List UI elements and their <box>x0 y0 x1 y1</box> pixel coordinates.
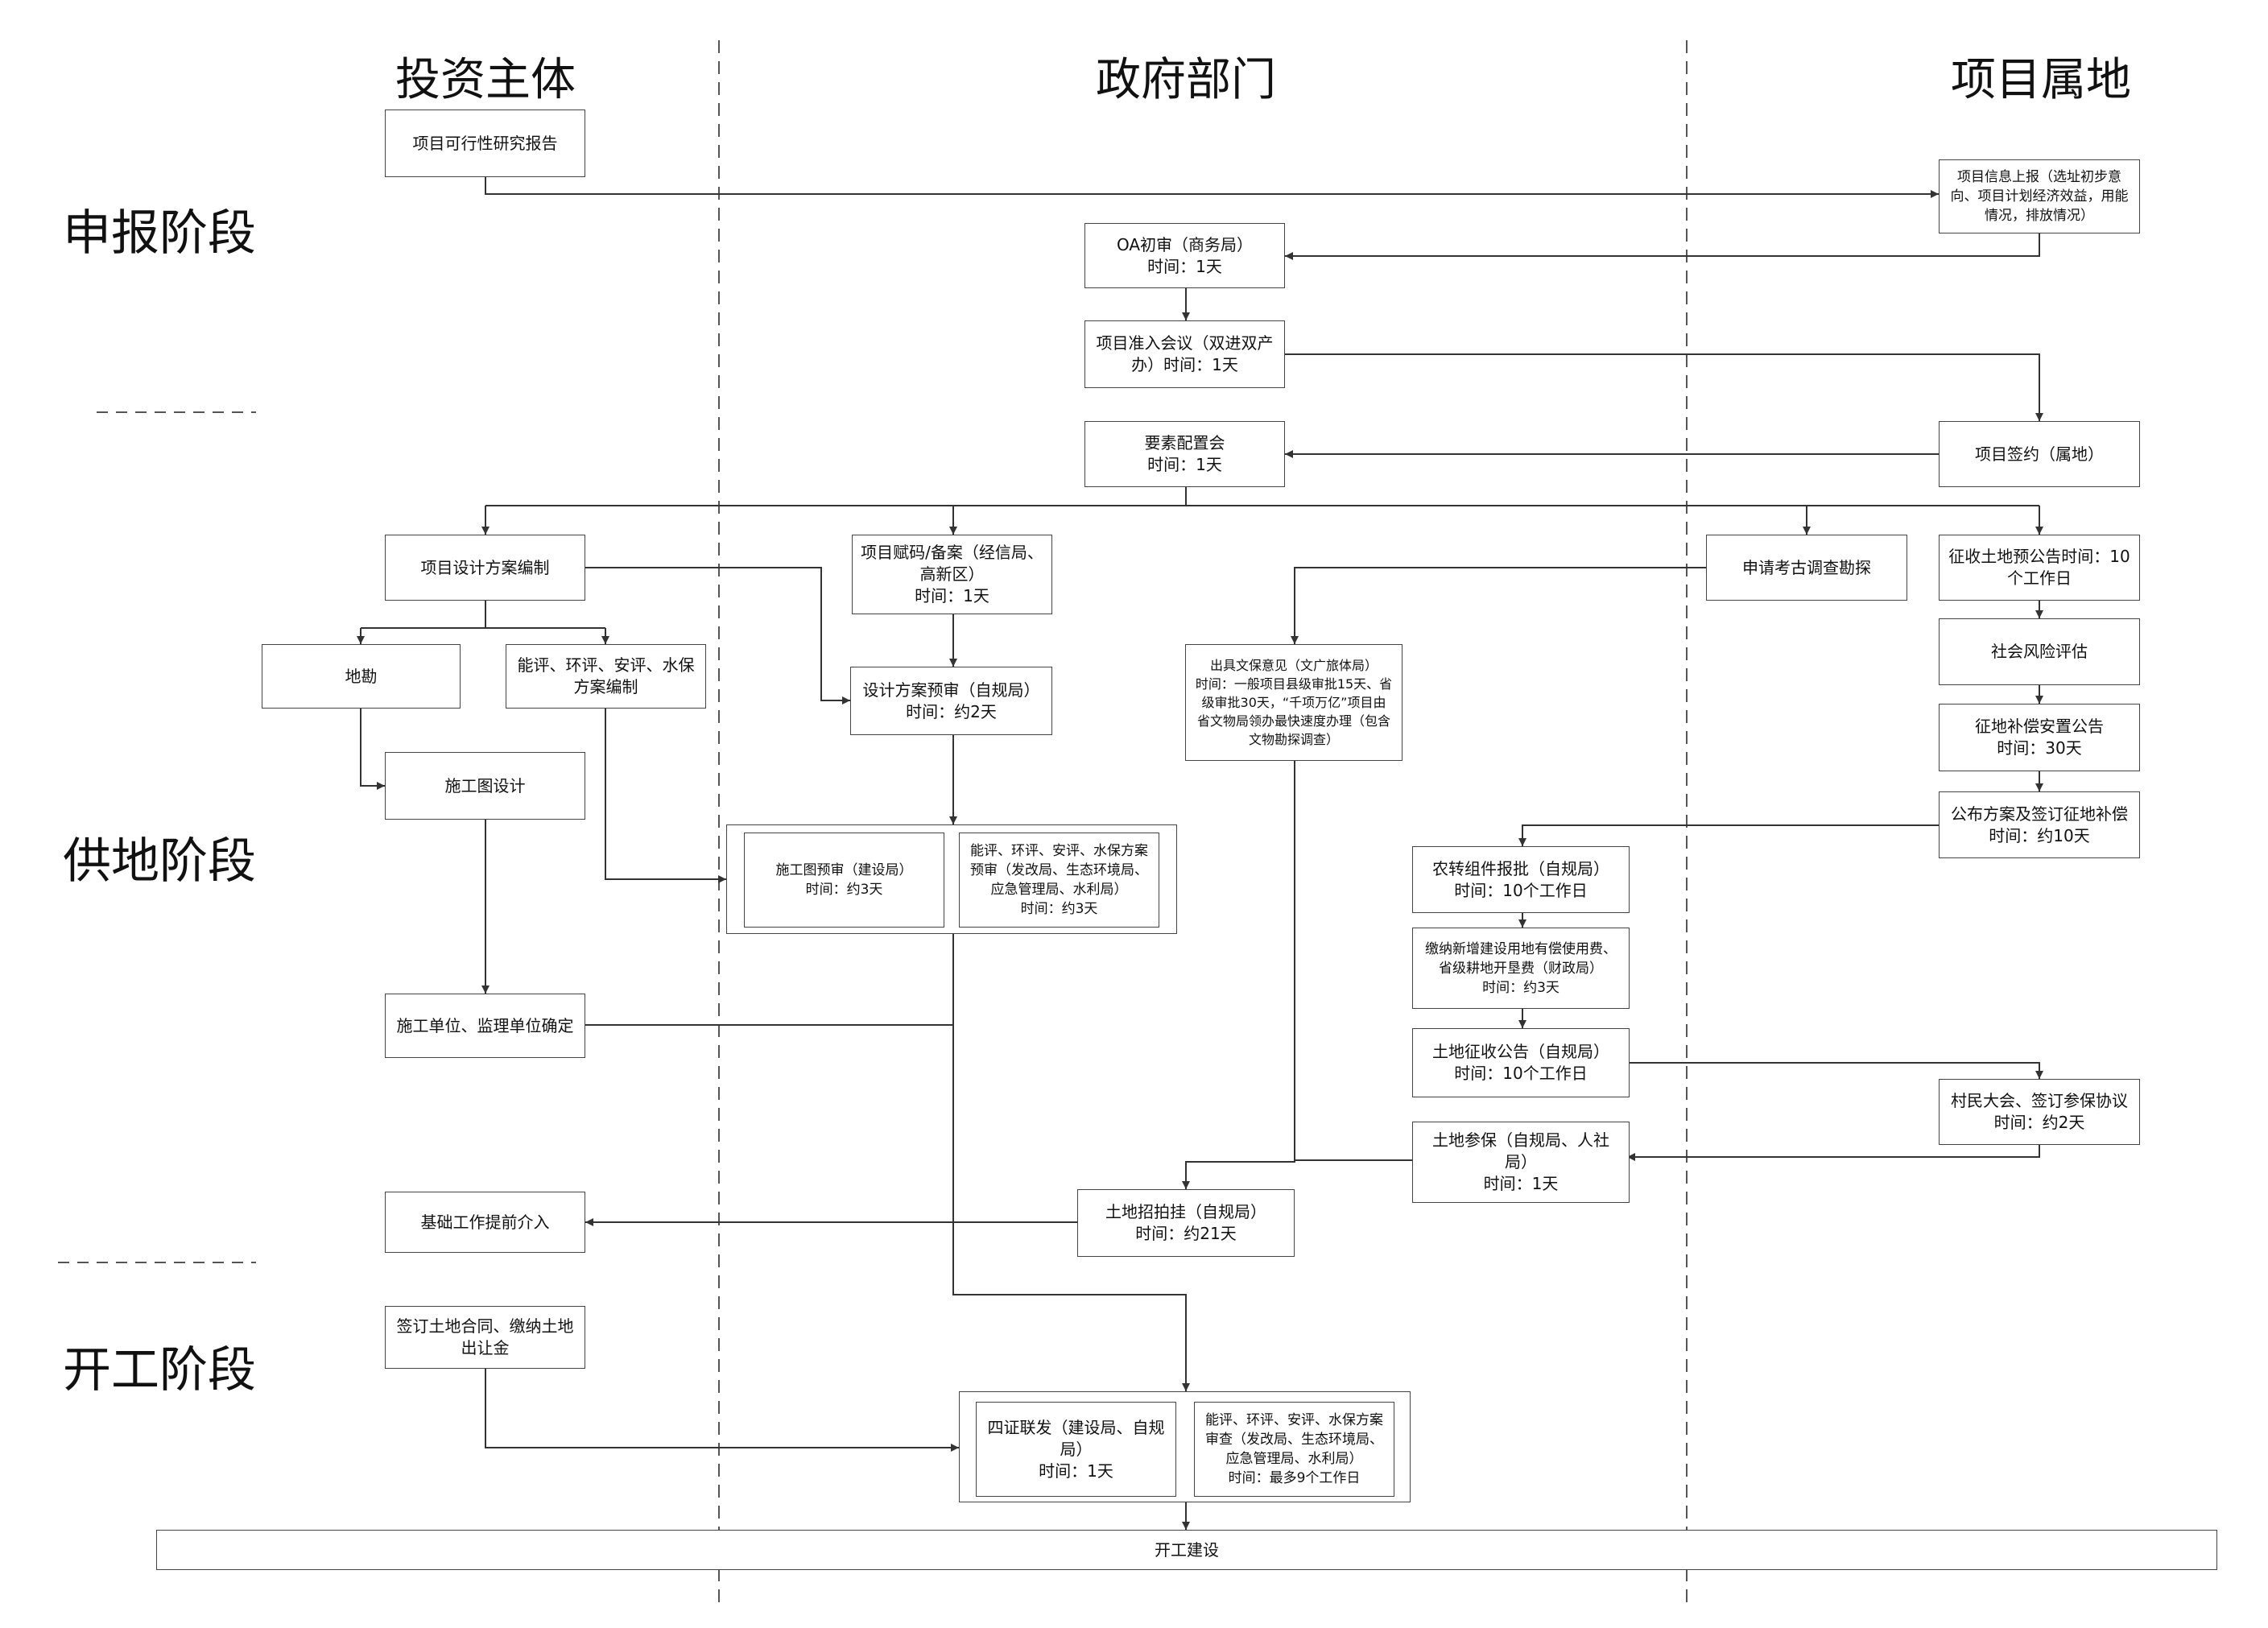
prereview-group <box>726 824 1177 934</box>
phase-label-land: 供地阶段 <box>63 833 256 890</box>
node-land-prenotice: 征收土地预公告时间：10 个工作日 <box>1939 535 2140 601</box>
column-header-government: 政府部门 <box>1096 54 1276 106</box>
node-construction-design: 施工图设计 <box>385 752 585 820</box>
node-farm-conversion: 农转组件报批（自规局） 时间：10个工作日 <box>1412 846 1630 913</box>
phase-label-start: 开工阶段 <box>63 1342 256 1399</box>
node-land-announce: 土地征收公告（自规局） 时间：10个工作日 <box>1412 1028 1630 1097</box>
node-land-auction: 土地招拍挂（自规局） 时间：约21天 <box>1077 1189 1295 1257</box>
node-info-report: 项目信息上报（选址初步意 向、项目计划经济效益，用能 情况，排放情况） <box>1939 159 2140 233</box>
column-header-local: 项目属地 <box>1951 54 2131 106</box>
phase-label-apply: 申报阶段 <box>63 205 256 262</box>
node-design-plan: 项目设计方案编制 <box>385 535 585 601</box>
node-drawing-prereview: 施工图预审（建设局） 时间：约3天 <box>744 833 944 928</box>
joint-issue-group <box>959 1391 1411 1502</box>
node-fee-payment: 缴纳新增建设用地有偿使用费、 省级耕地开垦费（财政局） 时间：约3天 <box>1412 928 1630 1009</box>
node-project-coding: 项目赋码/备案（经信局、 高新区） 时间：1天 <box>852 535 1052 614</box>
node-foundation-work: 基础工作提前介入 <box>385 1192 585 1253</box>
node-access-meeting: 项目准入会议（双进双产 办）时间：1天 <box>1084 320 1285 388</box>
column-header-investor: 投资主体 <box>395 54 576 106</box>
node-archaeology: 申请考古调查勘探 <box>1706 535 1907 601</box>
node-assessment-prep: 能评、环评、安评、水保 方案编制 <box>506 644 706 709</box>
node-assessment-prereview: 能评、环评、安评、水保方案 预审（发改局、生态环境局、 应急管理局、水利局） 时… <box>959 833 1159 928</box>
node-villager-meeting: 村民大会、签订参保协议 时间：约2天 <box>1939 1079 2140 1145</box>
node-assessment-review: 能评、环评、安评、水保方案 审查（发改局、生态环境局、 应急管理局、水利局） 时… <box>1194 1402 1394 1497</box>
node-design-prereview: 设计方案预审（自规局） 时间：约2天 <box>850 667 1052 735</box>
node-compensation-notice: 征地补偿安置公告 时间：30天 <box>1939 704 2140 771</box>
node-factor-meeting: 要素配置会 时间：1天 <box>1084 421 1285 487</box>
node-four-certificates: 四证联发（建设局、自规 局） 时间：1天 <box>976 1402 1176 1497</box>
node-land-contract: 签订土地合同、缴纳土地 出让金 <box>385 1306 585 1369</box>
node-land-insurance: 土地参保（自规局、人社局） 时间：1天 <box>1412 1122 1630 1203</box>
node-relic-opinion: 出具文保意见（文广旅体局） 时间：一般项目县级审批15天、省 级审批30天，“千… <box>1185 644 1403 761</box>
node-contractor-selection: 施工单位、监理单位确定 <box>385 994 585 1058</box>
node-feasibility-report: 项目可行性研究报告 <box>385 109 585 177</box>
node-project-signing: 项目签约（属地） <box>1939 421 2140 487</box>
node-geo-survey: 地勘 <box>262 644 461 709</box>
node-oa-review: OA初审（商务局） 时间：1天 <box>1084 223 1285 288</box>
node-social-risk: 社会风险评估 <box>1939 618 2140 685</box>
node-start-construction: 开工建设 <box>156 1530 2217 1570</box>
node-publish-plan: 公布方案及签订征地补偿 时间：约10天 <box>1939 791 2140 858</box>
